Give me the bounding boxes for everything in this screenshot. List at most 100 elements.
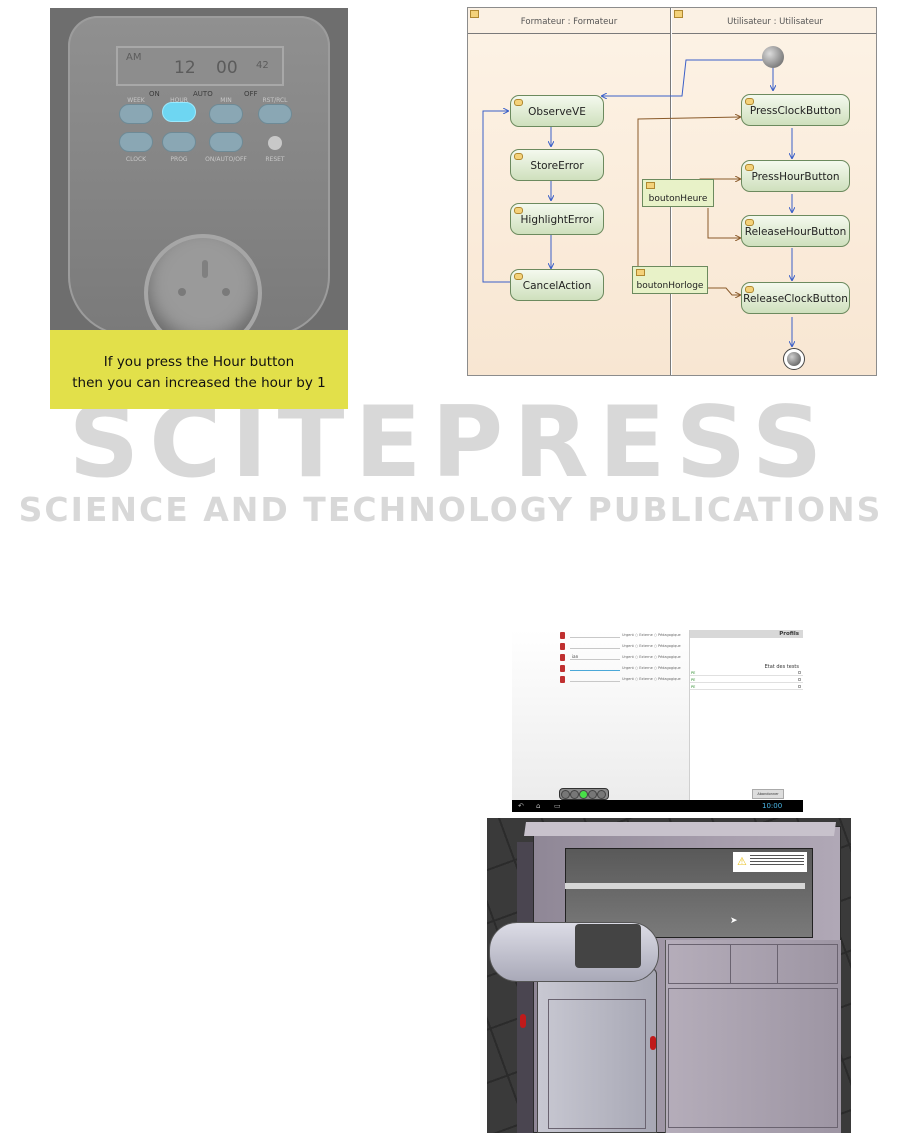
action-node: HighlightError xyxy=(510,203,604,235)
test-row: PE xyxy=(690,684,803,690)
row-options: Urgent ○ Externe ○ Pédagogique xyxy=(622,677,681,681)
object-node: boutonHeure xyxy=(642,179,714,207)
rst-rcl-button[interactable] xyxy=(258,104,292,124)
button-label-hour: HOUR xyxy=(170,97,188,104)
text-field[interactable] xyxy=(570,637,620,638)
recent-apps-icon[interactable]: ▭ xyxy=(554,802,561,810)
mode-label-off: OFF xyxy=(244,90,258,98)
battery-icon xyxy=(560,665,565,672)
button-label-prog: PROG xyxy=(170,156,188,163)
action-node: PressHourButton xyxy=(741,160,850,192)
pointer-icon: ➤ xyxy=(730,916,738,926)
row-options: Urgent ○ Externe ○ Pédagogique xyxy=(622,644,681,648)
tablet-header xyxy=(690,630,803,638)
clock-button[interactable] xyxy=(119,132,153,152)
caption-line-1: If you press the Hour button xyxy=(103,354,295,370)
text-field[interactable] xyxy=(570,659,620,660)
machine-arm-housing xyxy=(575,924,641,968)
home-icon[interactable]: ⌂ xyxy=(536,802,541,810)
row-options: Urgent ○ Externe ○ Pédagogique xyxy=(622,633,681,637)
status-clock: 10:00 xyxy=(762,802,783,810)
action-node: ReleaseHourButton xyxy=(741,215,850,247)
button-label-week: WEEK xyxy=(127,97,145,104)
red-marker xyxy=(650,1036,656,1050)
object-label: boutonHorloge xyxy=(636,281,704,291)
row-options: Urgent ○ Externe ○ Pédagogique xyxy=(622,655,681,659)
action-icon xyxy=(514,153,523,160)
action-label: PressClockButton xyxy=(749,105,842,117)
android-navbar: ↶ ⌂ ▭ 10:00 xyxy=(512,800,803,812)
min-button[interactable] xyxy=(209,104,243,124)
machine-cabinet xyxy=(537,968,657,1133)
panel-door xyxy=(668,988,838,1128)
etat-header: Etat des tests xyxy=(764,664,799,670)
tablet-right-panel: Profils Etat des tests PE PE PE xyxy=(689,630,803,800)
timer-device-figure: AM 12 00 42 ON AUTO OFF WEEK HOUR MIN RS… xyxy=(50,8,348,409)
week-button[interactable] xyxy=(119,104,153,124)
text-field-focused[interactable] xyxy=(570,670,620,671)
lane-icon xyxy=(470,10,479,18)
back-icon[interactable]: ↶ xyxy=(518,802,524,810)
lane-formateur: Formateur : Formateur xyxy=(468,8,671,375)
action-label: ObserveVE xyxy=(528,106,586,118)
entry-value: ian xyxy=(572,654,579,659)
light xyxy=(597,790,606,799)
text-field[interactable] xyxy=(570,681,620,682)
abandon-button[interactable]: Abandonner xyxy=(752,789,784,799)
light xyxy=(570,790,579,799)
lcd-second: 42 xyxy=(256,60,269,71)
lcd-minute: 00 xyxy=(216,58,238,78)
button-label-on-auto-off: ON/AUTO/OFF xyxy=(205,156,247,163)
checkbox[interactable] xyxy=(798,671,801,674)
on-auto-off-button[interactable] xyxy=(209,132,243,152)
lane-header: Formateur : Formateur xyxy=(468,8,670,34)
object-label: boutonHeure xyxy=(648,194,708,204)
final-node xyxy=(783,348,805,370)
profils-header: Profils xyxy=(779,631,799,637)
checkbox[interactable] xyxy=(798,685,801,688)
red-marker xyxy=(520,1014,526,1028)
action-label: ReleaseHourButton xyxy=(744,226,847,238)
socket-hole xyxy=(222,288,230,296)
battery-icon xyxy=(560,654,565,661)
lane-title: Utilisateur : Utilisateur xyxy=(727,17,823,27)
battery-icon xyxy=(560,676,565,683)
reset-button[interactable] xyxy=(268,136,282,150)
button-label-reset: RESET xyxy=(265,156,285,163)
mode-label-auto: AUTO xyxy=(193,90,213,98)
traffic-light-indicator xyxy=(559,788,609,800)
socket-pin xyxy=(202,260,208,278)
action-icon xyxy=(745,164,754,171)
action-node: CancelAction xyxy=(510,269,604,301)
test-tag: PE xyxy=(691,671,696,675)
light xyxy=(588,790,597,799)
timer-lcd-display: AM 12 00 42 xyxy=(116,46,284,86)
panel-door xyxy=(668,944,778,984)
prog-button[interactable] xyxy=(162,132,196,152)
action-icon xyxy=(745,286,754,293)
tablet-screenshot: Urgent ○ Externe ○ Pédagogique Urgent ○ … xyxy=(512,630,803,812)
row-options: Urgent ○ Externe ○ Pédagogique xyxy=(622,666,681,670)
action-label: CancelAction xyxy=(522,280,592,292)
object-icon xyxy=(646,182,655,189)
action-label: PressHourButton xyxy=(751,171,840,183)
caption-line-2: then you can increased the hour by 1 xyxy=(72,375,326,391)
panel-door xyxy=(730,944,838,984)
tablet-left-panel: Urgent ○ Externe ○ Pédagogique Urgent ○ … xyxy=(512,630,689,800)
test-tag: PE xyxy=(691,678,696,682)
lcd-ampm: AM xyxy=(126,52,142,63)
battery-icon xyxy=(560,632,565,639)
checkbox[interactable] xyxy=(798,678,801,681)
object-icon xyxy=(636,269,645,276)
action-icon xyxy=(514,273,523,280)
lane-icon xyxy=(674,10,683,18)
text-field[interactable] xyxy=(570,648,620,649)
hour-button[interactable] xyxy=(162,102,196,122)
machine-rail xyxy=(565,883,805,889)
light xyxy=(561,790,570,799)
action-label: StoreError xyxy=(530,160,584,172)
instruction-caption: If you press the Hour button then you ca… xyxy=(50,330,348,409)
action-label: HighlightError xyxy=(520,214,594,226)
action-icon xyxy=(745,98,754,105)
battery-icon xyxy=(560,643,565,650)
